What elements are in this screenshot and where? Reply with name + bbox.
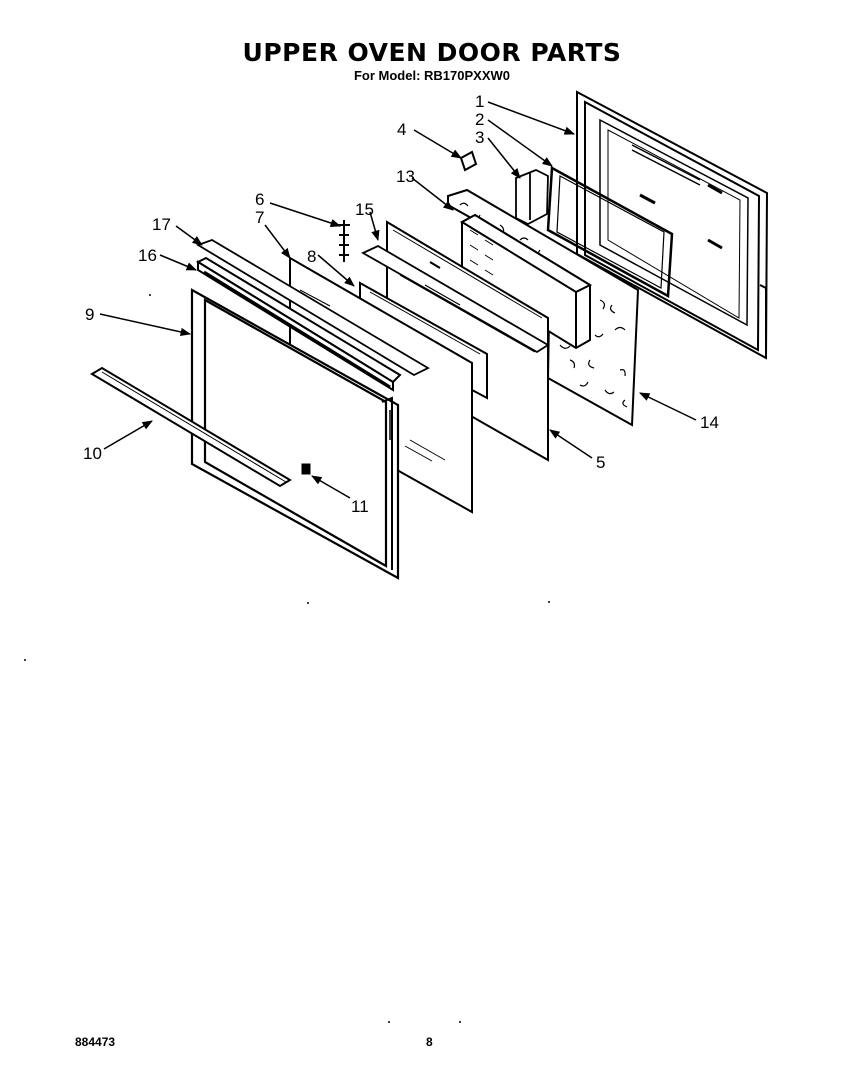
model-subtitle: For Model: RB170PXXW0 bbox=[353, 68, 511, 83]
callout-17: 17 bbox=[152, 215, 171, 234]
callout-14: 14 bbox=[700, 413, 719, 432]
callout-1: 1 bbox=[475, 92, 484, 111]
page-number: 8 bbox=[426, 1035, 433, 1049]
scan-specks bbox=[24, 294, 550, 1023]
callout-16: 16 bbox=[138, 246, 157, 265]
leader-lines bbox=[99, 101, 697, 499]
part-13-insulation-box bbox=[459, 213, 593, 350]
part-4-clip bbox=[459, 150, 478, 172]
callout-5: 5 bbox=[596, 453, 605, 472]
part-3-bracket bbox=[515, 169, 549, 226]
callout-13: 13 bbox=[396, 167, 415, 186]
part-1-inner-door-panel bbox=[576, 90, 769, 360]
part-9-door-frame bbox=[190, 288, 400, 580]
callout-8: 8 bbox=[307, 247, 316, 266]
callout-6: 6 bbox=[255, 190, 264, 209]
callout-2: 2 bbox=[475, 110, 484, 129]
part-15-trim-strip bbox=[361, 244, 550, 354]
page-title: UPPER OVEN DOOR PARTS bbox=[242, 38, 622, 67]
part-17-vent-cover bbox=[195, 239, 430, 377]
callout-4: 4 bbox=[397, 120, 406, 139]
part-11-screw bbox=[301, 463, 311, 475]
callout-3: 3 bbox=[475, 128, 484, 147]
part-6-spring bbox=[338, 220, 350, 262]
callout-15: 15 bbox=[355, 200, 374, 219]
part-16-top-trim bbox=[195, 256, 402, 392]
document-number: 884473 bbox=[75, 1035, 116, 1049]
part-2-gasket bbox=[546, 165, 674, 299]
part-10-handle bbox=[90, 366, 292, 488]
callout-9: 9 bbox=[85, 305, 94, 324]
callout-10: 10 bbox=[83, 444, 102, 463]
callout-11: 11 bbox=[351, 497, 369, 516]
callout-labels: 1 2 3 4 5 6 7 8 9 10 11 13 14 15 16 17 bbox=[83, 92, 719, 516]
callout-7: 7 bbox=[255, 208, 264, 227]
